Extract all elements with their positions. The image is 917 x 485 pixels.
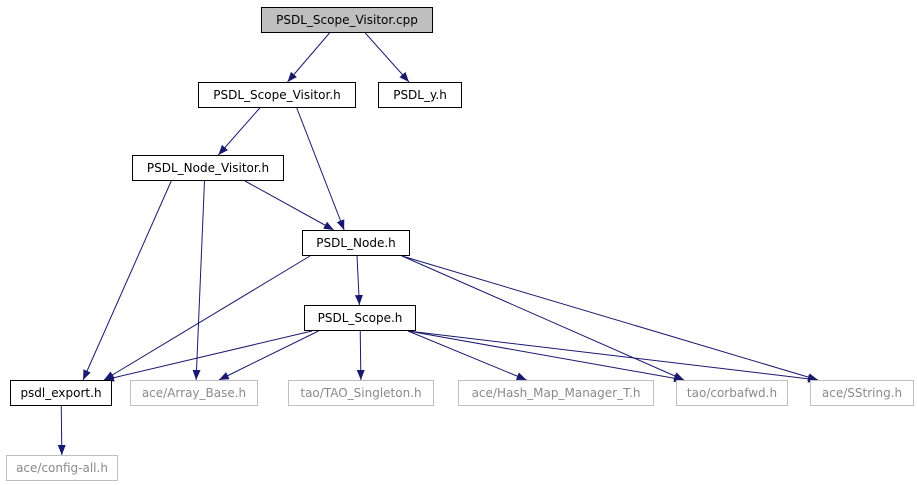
node-ace-array-base-h[interactable]: ace/Array_Base.h <box>130 380 258 406</box>
edge-node_visitor_h-to-psdl_export_h <box>82 180 172 381</box>
node-tao-singleton-h[interactable]: tao/TAO_Singleton.h <box>288 380 434 406</box>
edge-node_visitor_h-to-array_base_h <box>192 180 205 381</box>
edge-node_visitor_h-to-psdl_node_h <box>244 180 335 231</box>
edge-psdl_scope_h-to-sstring_h <box>407 330 819 383</box>
edge-scope_visitor_h-to-psdl_node_h <box>296 107 345 231</box>
edge-scope_visitor_cpp-to-psdl_y_h <box>364 32 410 83</box>
edge-psdl_scope_h-to-corbafwd_h <box>407 330 685 383</box>
node-psdl-export-h[interactable]: psdl_export.h <box>10 380 112 406</box>
node-psdl-node-visitor-h[interactable]: PSDL_Node_Visitor.h <box>132 155 284 181</box>
node-psdl-node-h[interactable]: PSDL_Node.h <box>302 230 410 256</box>
node-ace-config-all-h[interactable]: ace/config-all.h <box>6 455 118 481</box>
node-tao-corbafwd-h[interactable]: tao/corbafwd.h <box>676 380 788 406</box>
edge-psdl_node_h-to-psdl_scope_h <box>354 255 363 306</box>
edge-scope_visitor_h-to-node_visitor_h <box>217 107 261 156</box>
node-psdl-y-h[interactable]: PSDL_y.h <box>378 82 462 108</box>
node-psdl-scope-h[interactable]: PSDL_Scope.h <box>304 305 416 331</box>
edge-psdl_export_h-to-config_all_h <box>57 405 66 456</box>
node-psdl-scope-visitor-h[interactable]: PSDL_Scope_Visitor.h <box>198 82 356 108</box>
node-psdl-scope-visitor-cpp[interactable]: PSDL_Scope_Visitor.cpp <box>261 7 433 33</box>
edge-psdl_scope_h-to-array_base_h <box>218 330 319 381</box>
edge-psdl_node_h-to-corbafwd_h <box>401 255 685 381</box>
edge-psdl_scope_h-to-psdl_export_h <box>103 330 313 382</box>
edge-psdl_node_h-to-psdl_export_h <box>103 255 311 381</box>
edge-psdl_scope_h-to-tao_singleton_h <box>356 330 365 381</box>
edge-psdl_scope_h-to-hash_map_manager_h <box>407 330 527 381</box>
edge-scope_visitor_cpp-to-scope_visitor_h <box>287 32 330 83</box>
node-ace-sstring-h[interactable]: ace/SString.h <box>810 380 914 406</box>
edge-psdl_node_h-to-sstring_h <box>401 255 819 381</box>
node-ace-hash-map-manager-t-h[interactable]: ace/Hash_Map_Manager_T.h <box>458 380 654 406</box>
